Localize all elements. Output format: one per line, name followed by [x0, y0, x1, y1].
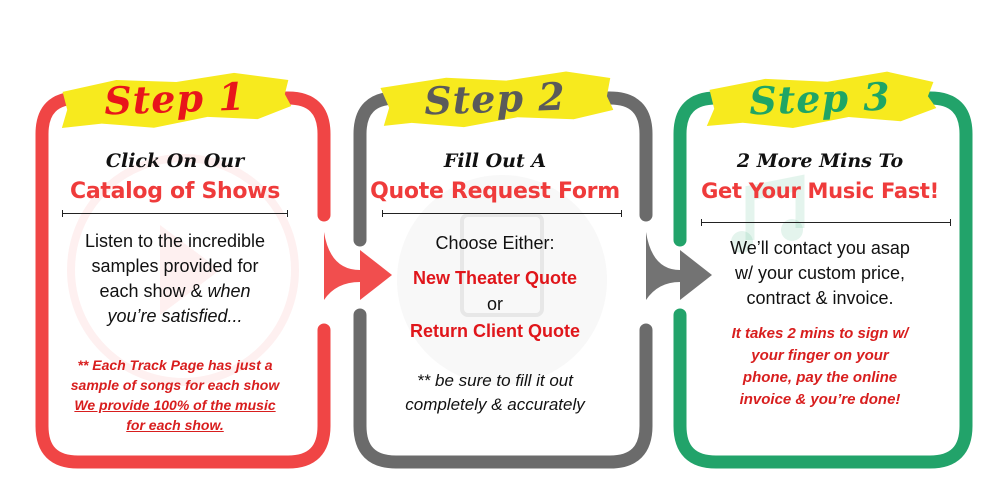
play-icon — [160, 225, 220, 315]
step-3-tag: Step 3 — [701, 68, 939, 134]
highlight-brush-icon — [380, 71, 614, 128]
step-2-choose: Choose Either: — [435, 233, 555, 253]
step-2-script-line: Fill Out A — [443, 150, 547, 172]
body-line: We’ll contact you asap — [730, 238, 910, 258]
body-line: w/ your custom price, — [734, 263, 906, 283]
step1-frame — [35, 91, 331, 469]
form-icon — [397, 175, 607, 385]
step1-frame-top — [255, 91, 331, 222]
note-line: It takes 2 mins to sign w/ — [731, 325, 909, 342]
step-3-script-line: 2 More Mins To — [736, 150, 904, 172]
step-3-divider — [701, 219, 951, 226]
catalog-icon — [67, 154, 299, 386]
note-line: invoice & you’re done! — [739, 391, 901, 408]
body-line: contract & invoice. — [746, 288, 894, 308]
step-3-card: Step 3 2 More Mins To Get Your Music Fas… — [675, 0, 965, 500]
body-line: Listen to the incredible — [84, 231, 266, 251]
step-2-note: ** be sure to fill it out completely & a… — [350, 369, 640, 417]
highlight-brush-icon — [61, 72, 292, 128]
arrow-1-icon — [324, 232, 392, 300]
step-1-divider — [62, 210, 288, 217]
step-1-card: Step 1 Click On Our Catalog of Shows Lis… — [30, 0, 320, 500]
note-line: ** Each Track Page has just a — [77, 357, 273, 373]
step-1-label: Step 1 — [103, 73, 247, 124]
step2-frame-top — [575, 91, 653, 222]
step-2-card: Step 2 Fill Out A Quote Request Form Cho… — [350, 0, 640, 500]
new-theater-quote-link[interactable]: New Theater Quote — [412, 268, 578, 288]
step-2-divider — [382, 210, 622, 217]
step-1-headline[interactable]: Catalog of Shows — [69, 179, 280, 204]
highlight-brush-icon — [706, 71, 937, 128]
step-3-label: Step 3 — [748, 73, 892, 124]
step-2-label: Step 2 — [423, 73, 567, 124]
note-line: your finger on your — [751, 347, 889, 364]
form-sheet-icon — [460, 213, 544, 317]
step-3-headline[interactable]: Get Your Music Fast! — [701, 179, 939, 203]
step-1-body: Listen to the incredible samples provide… — [30, 229, 320, 329]
arrow-2-icon — [646, 232, 712, 300]
body-line: you’re satisfied... — [107, 306, 243, 326]
body-line: samples provided for — [91, 256, 259, 276]
note-head-icon — [731, 231, 753, 253]
note-line: for each show. — [126, 417, 224, 433]
step-3-body: We’ll contact you asap w/ your custom pr… — [675, 236, 965, 311]
return-client-quote-link[interactable]: Return Client Quote — [410, 321, 580, 341]
note-head-icon — [781, 219, 803, 241]
note-line: phone, pay the online — [742, 369, 898, 386]
note-line: completely & accurately — [405, 395, 585, 414]
step-2-headline[interactable]: Quote Request Form — [370, 179, 620, 204]
step-1-tag: Step 1 — [56, 68, 294, 134]
body-line: each show & when — [99, 281, 251, 301]
note-line: ** be sure to fill it out — [417, 371, 573, 390]
note-line: sample of songs for each show — [70, 377, 280, 393]
step-2-tag: Step 2 — [376, 68, 614, 134]
or-text: or — [486, 294, 503, 314]
step-1-note: ** Each Track Page has just a sample of … — [30, 355, 320, 435]
note-line: We provide 100% of the music — [74, 397, 276, 413]
step-1-script-line: Click On Our — [105, 150, 245, 172]
step-3-note: It takes 2 mins to sign w/ your finger o… — [675, 323, 965, 411]
music-notes-icon — [745, 174, 805, 240]
